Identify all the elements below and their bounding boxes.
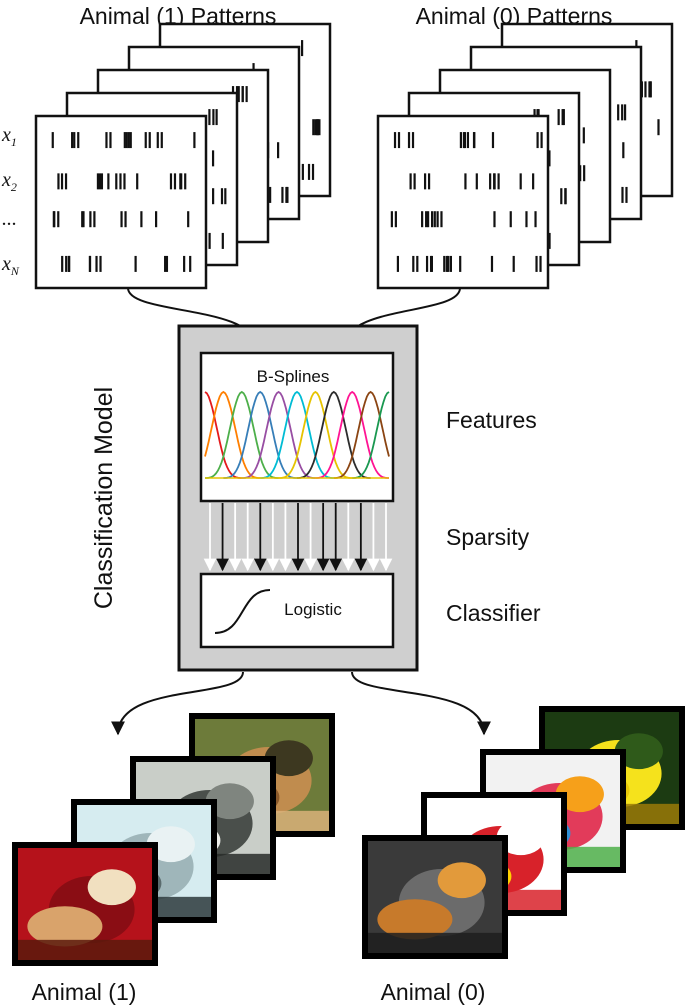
bspline-curve-9 xyxy=(315,390,389,479)
animal0-label: Animal (0) xyxy=(381,979,486,1005)
animal1-image-stack xyxy=(12,713,335,966)
arrow-model-to-animal1 xyxy=(111,671,244,736)
animal1-pattern-stack xyxy=(34,22,332,290)
classifier-label: Classifier xyxy=(446,600,541,626)
logistic-label: Logistic xyxy=(284,600,342,619)
animal1-label: Animal (1) xyxy=(32,979,137,1005)
sparsity-arrows xyxy=(203,503,393,572)
row-label-x2: x2 xyxy=(1,169,17,194)
bspline-curve-5 xyxy=(241,390,316,479)
features-label: Features xyxy=(446,407,537,433)
storm-desert-image xyxy=(362,835,508,959)
row-label-ellipsis: ... xyxy=(2,208,17,230)
bspline-curve-7 xyxy=(278,390,353,479)
classification-model-title: Classification Model xyxy=(90,387,118,609)
bspline-curve-6 xyxy=(260,390,334,479)
sparsity-label: Sparsity xyxy=(446,524,530,550)
bspline-curve-11 xyxy=(352,391,390,479)
row-label-xn: xN xyxy=(1,253,20,278)
row-label-x1: x1 xyxy=(1,124,17,149)
animal0-pattern-stack xyxy=(376,22,674,290)
animal1-pattern-card-1 xyxy=(34,114,208,290)
logistic-curve xyxy=(214,589,271,634)
bspline-curve-4 xyxy=(223,390,297,479)
row-labels: x1 x2 ... xN xyxy=(1,124,20,278)
animal0-pattern-card-1 xyxy=(376,114,550,290)
bsplines-label: B-Splines xyxy=(257,367,330,386)
arrow-model-to-animal0 xyxy=(351,671,491,736)
animal0-image-stack xyxy=(362,706,685,959)
bspline-curves xyxy=(204,390,390,479)
bspline-curve-8 xyxy=(297,390,371,479)
bspline-curve-3 xyxy=(205,390,279,479)
cat-face-image xyxy=(12,842,158,966)
logistic-box xyxy=(199,572,395,649)
